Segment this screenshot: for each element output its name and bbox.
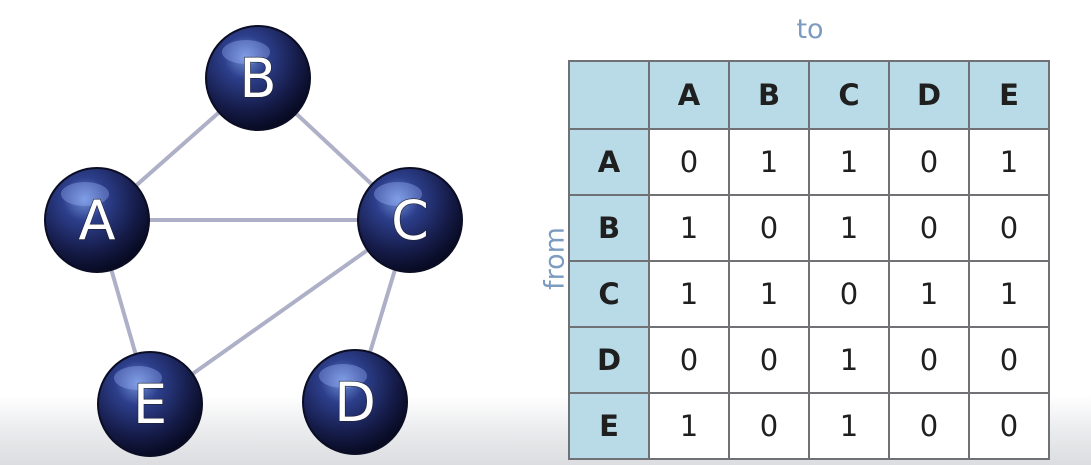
column-header-d: D <box>888 60 970 130</box>
node-label: C <box>391 189 429 252</box>
matrix-cell: 0 <box>968 392 1050 460</box>
node-label: A <box>79 189 116 252</box>
matrix-cell: 0 <box>888 326 970 394</box>
node-highlight <box>319 364 367 388</box>
matrix-cell: 0 <box>808 260 890 328</box>
graph-diagram: A B C D E <box>44 25 463 457</box>
column-header-e: E <box>968 60 1050 130</box>
node-highlight <box>222 40 270 64</box>
matrix-cell: 0 <box>968 326 1050 394</box>
node-highlight <box>61 182 109 206</box>
matrix-cell: 1 <box>808 392 890 460</box>
column-header-a: A <box>648 60 730 130</box>
node-label: B <box>239 47 276 110</box>
matrix-cell: 1 <box>648 260 730 328</box>
matrix-corner <box>568 60 650 130</box>
node-highlight <box>374 182 422 206</box>
column-header-c: C <box>808 60 890 130</box>
axis-label-from: from <box>539 227 571 290</box>
graph-edge-e-c <box>148 218 412 406</box>
matrix-cell: 1 <box>648 194 730 262</box>
graph-node-d: D <box>302 349 408 455</box>
row-header-d: D <box>568 326 650 394</box>
matrix-cell: 1 <box>648 392 730 460</box>
node-label: E <box>133 373 167 436</box>
node-ball <box>44 167 150 273</box>
matrix-cell: 1 <box>808 194 890 262</box>
matrix-cell: 1 <box>808 326 890 394</box>
row-header-e: E <box>568 392 650 460</box>
row-header-a: A <box>568 128 650 196</box>
node-ball <box>302 349 408 455</box>
node-label: D <box>334 371 376 434</box>
graph-node-a: A <box>44 167 150 273</box>
node-ball <box>97 351 203 457</box>
matrix-cell: 0 <box>728 326 810 394</box>
matrix-cell: 1 <box>808 128 890 196</box>
matrix-row-c: C 1 1 0 1 1 <box>568 260 1050 328</box>
matrix-cell: 0 <box>888 194 970 262</box>
node-ball <box>205 25 311 131</box>
matrix-cell: 0 <box>728 392 810 460</box>
matrix-cell: 1 <box>968 260 1050 328</box>
graph-node-e: E <box>97 351 203 457</box>
matrix-cell: 1 <box>728 128 810 196</box>
matrix-cell: 1 <box>888 260 970 328</box>
row-header-c: C <box>568 260 650 328</box>
matrix-row-e: E 1 0 1 0 0 <box>568 392 1050 460</box>
axis-label-to: to <box>796 14 824 45</box>
adjacency-matrix: A B C D E A 0 1 1 0 1 B 1 0 1 0 0 C 1 1 … <box>568 60 1050 460</box>
matrix-cell: 0 <box>888 392 970 460</box>
matrix-cell: 0 <box>648 326 730 394</box>
graph-node-c: C <box>357 167 463 273</box>
graph-node-b: B <box>205 25 311 131</box>
node-highlight <box>114 366 162 390</box>
graph-nodes: A B C D E <box>44 25 463 457</box>
row-header-b: B <box>568 194 650 262</box>
matrix-row-b: B 1 0 1 0 0 <box>568 194 1050 262</box>
column-header-b: B <box>728 60 810 130</box>
matrix-cell: 1 <box>968 128 1050 196</box>
matrix-cell: 1 <box>728 260 810 328</box>
matrix-row-a: A 0 1 1 0 1 <box>568 128 1050 196</box>
matrix-cell: 0 <box>968 194 1050 262</box>
matrix-cell: 0 <box>648 128 730 196</box>
matrix-cell: 0 <box>728 194 810 262</box>
node-ball <box>357 167 463 273</box>
matrix-cell: 0 <box>888 128 970 196</box>
matrix-row-d: D 0 0 1 0 0 <box>568 326 1050 394</box>
